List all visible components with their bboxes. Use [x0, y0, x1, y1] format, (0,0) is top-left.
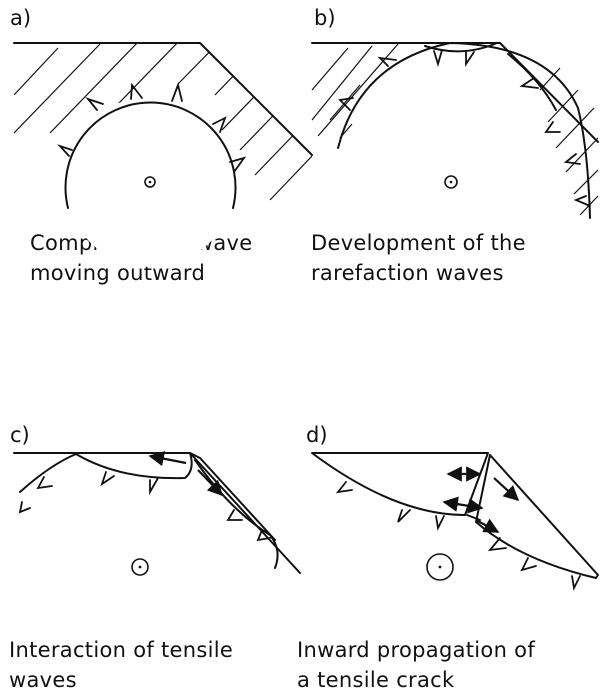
caption-line: Development of the	[311, 231, 526, 255]
wavefront	[194, 459, 279, 569]
caption-line: rarefaction waves	[311, 261, 504, 285]
caption-line: Interaction of tensile	[9, 638, 234, 662]
tensile-arrow-down	[197, 469, 224, 497]
free-surface	[13, 452, 301, 574]
caption-line: a tensile crack	[297, 668, 455, 692]
charge-center	[444, 175, 458, 189]
panel-d-diagram	[311, 452, 599, 591]
charge-center	[131, 558, 149, 576]
free-surface	[311, 42, 599, 143]
caption-line: moving outward	[30, 261, 206, 285]
panel-c-caption: Interaction of tensile waves	[9, 635, 233, 695]
crack-propagation-arrow	[493, 477, 520, 502]
spall-fragment-upper	[311, 452, 489, 516]
panel-d-caption: Inward propagation of a tensile crack	[297, 635, 535, 695]
caption-line: Inward propagation of	[297, 638, 536, 662]
panel-b-caption: Development of the rarefaction waves	[311, 228, 526, 288]
wavefront	[337, 42, 591, 219]
wave-ticks	[18, 471, 271, 542]
charge-center	[426, 553, 454, 581]
panel-b-diagram	[311, 42, 599, 219]
panel-d-label: d)	[306, 423, 328, 447]
tensile-arrow-double	[442, 496, 484, 514]
rock-hatching	[311, 43, 599, 216]
charge-center	[144, 176, 156, 188]
panel-a-diagram	[13, 42, 313, 267]
tensile-slab	[189, 452, 276, 541]
tensile-crack	[466, 514, 481, 521]
tensile-arrow-left	[148, 451, 187, 467]
panel-a-label: a)	[10, 6, 32, 30]
wave-ticks	[57, 81, 247, 173]
panel-c-label: c)	[10, 423, 30, 447]
spall-fragment-lower	[475, 454, 599, 579]
free-surface	[13, 42, 313, 156]
panel-b-label: b)	[314, 6, 336, 30]
wave-ticks	[338, 49, 591, 207]
panel-c-diagram	[13, 451, 301, 576]
crack-propagation-arrow	[475, 518, 500, 533]
rarefaction-wave	[424, 42, 498, 53]
wavefront	[19, 452, 193, 493]
rarefaction-wave	[507, 53, 557, 111]
wave-ticks	[335, 481, 581, 591]
caption-line: waves	[9, 668, 77, 692]
